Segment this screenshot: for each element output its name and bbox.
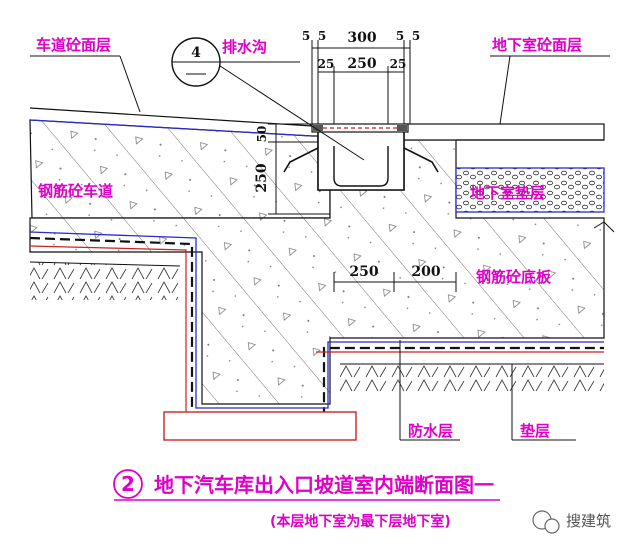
basement-surface-layer <box>403 123 605 141</box>
drain-channel-inner <box>333 146 389 187</box>
driveway-blue-line <box>29 119 313 137</box>
blue-outline-left <box>29 231 604 409</box>
dim-vertical-250: 250 <box>254 163 270 192</box>
pit-cushion-block <box>163 411 357 441</box>
watermark-text: 搜建筑 <box>566 512 611 530</box>
label-rc-floor-slab: 钢筋砼底板 <box>476 268 552 286</box>
earth-fill-right <box>340 364 604 392</box>
title-subtitle: (本层地下室为最下层地下室) <box>270 513 451 530</box>
label-drain-channel: 排水沟 <box>222 38 267 56</box>
label-driveway-surface: 车道砼面层 <box>36 36 111 54</box>
title-number: 2 <box>121 472 135 496</box>
dim-top-right-5b: 5 <box>412 29 420 43</box>
label-waterproof-layer: 防水层 <box>408 422 453 440</box>
dimension-group-mid <box>333 272 457 292</box>
label-driveway-rc: 钢筋砼车道 <box>38 182 113 200</box>
break-mark <box>593 221 615 233</box>
dimension-group-top <box>311 40 411 124</box>
title-number-circle <box>113 469 143 499</box>
dim-mid-25-right: 25 <box>390 57 407 71</box>
dim-vertical-50: 50 <box>255 126 269 143</box>
label-basement-surface: 地下室砼面层 <box>492 36 582 54</box>
dim-horizontal-200: 200 <box>411 264 440 280</box>
dim-mid-250: 250 <box>347 56 376 72</box>
label-basement-cushion: 地下室垫层 <box>470 184 545 202</box>
dim-top-left-5a: 5 <box>302 29 310 43</box>
anchor-bar-left <box>283 147 319 173</box>
driveway-surface-line <box>29 107 313 127</box>
earth-fill-left <box>30 262 180 300</box>
label-cushion-layer: 垫层 <box>520 422 550 440</box>
dim-horizontal-250: 250 <box>349 264 378 280</box>
detail-reference-number: 4 <box>191 45 201 61</box>
red-outline-left <box>29 245 187 420</box>
drain-channel <box>317 128 405 191</box>
dimension-group-left <box>268 123 330 215</box>
anchor-bar-right <box>403 147 439 173</box>
title-text: 地下汽车库出入口坡道室内端断面图一 <box>154 473 494 497</box>
watermark: 搜建筑 <box>532 510 611 534</box>
leader-lines <box>30 55 610 441</box>
dim-top-right-5a: 5 <box>396 29 404 43</box>
waterproof-layer-line <box>29 236 604 418</box>
basement-cushion-layer <box>455 167 605 213</box>
dim-mid-25-left: 25 <box>318 57 335 71</box>
dim-top-left-5b: 5 <box>318 29 326 43</box>
dim-top-300: 300 <box>347 30 376 46</box>
